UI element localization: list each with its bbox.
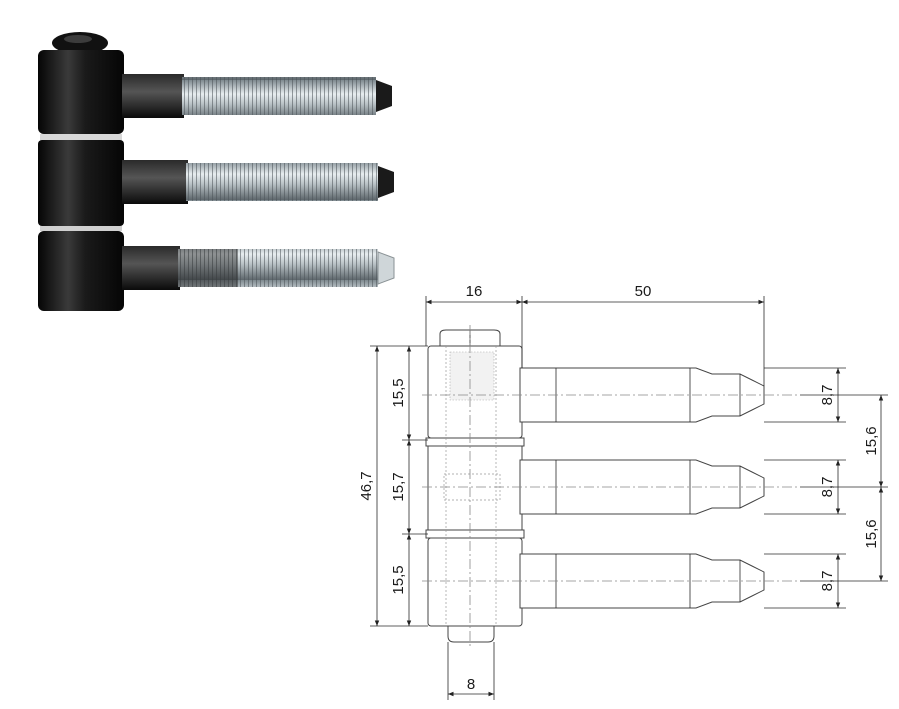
hinge-cap-highlight — [64, 35, 92, 43]
threaded-pin-top — [122, 74, 392, 118]
dim-label-segment-middle: 15,7 — [390, 472, 407, 501]
dimension-segments: 15,5 15,7 15,5 — [390, 346, 428, 626]
dim-label-bottom-pin-width: 8 — [467, 676, 475, 693]
dimension-body-width: 16 — [425, 283, 523, 368]
dim-label-pin-pitch-upper: 15,6 — [863, 426, 880, 455]
drawing-pin-middle — [422, 459, 800, 515]
dimension-pin-diameters: 8,7 8,7 8,7 — [764, 367, 846, 609]
hinge-ring-1 — [40, 134, 122, 140]
dim-label-pin-length: 50 — [635, 283, 652, 300]
dimension-pin-pitch: 15,6 15,6 — [800, 394, 888, 582]
dim-label-pin-pitch-lower: 15,6 — [863, 519, 880, 548]
hinge-body-outline — [425, 325, 525, 648]
dim-label-segment-top: 15,5 — [390, 378, 407, 407]
dimension-overall-height: 46,7 — [358, 345, 428, 627]
dimension-bottom-pin-width: 8 — [447, 642, 495, 700]
dim-label-overall-height: 46,7 — [358, 471, 375, 500]
product-photo — [38, 32, 395, 311]
hinge-knuckle-top — [38, 50, 124, 134]
dim-label-segment-bottom: 15,5 — [390, 565, 407, 594]
threaded-pin-middle — [122, 160, 394, 204]
technical-drawing: 16 50 46,7 15,5 15,7 15,5 — [358, 283, 888, 700]
drawing-pin-top — [422, 367, 800, 423]
hinge-ring-2 — [40, 226, 122, 231]
threaded-pin-bottom — [122, 246, 395, 290]
hinge-knuckle-middle — [38, 140, 124, 226]
dimension-pin-length: 50 — [522, 283, 765, 386]
drawing-pin-bottom — [422, 553, 800, 609]
dim-label-body-width: 16 — [466, 283, 483, 300]
hinge-knuckle-bottom — [38, 231, 124, 311]
